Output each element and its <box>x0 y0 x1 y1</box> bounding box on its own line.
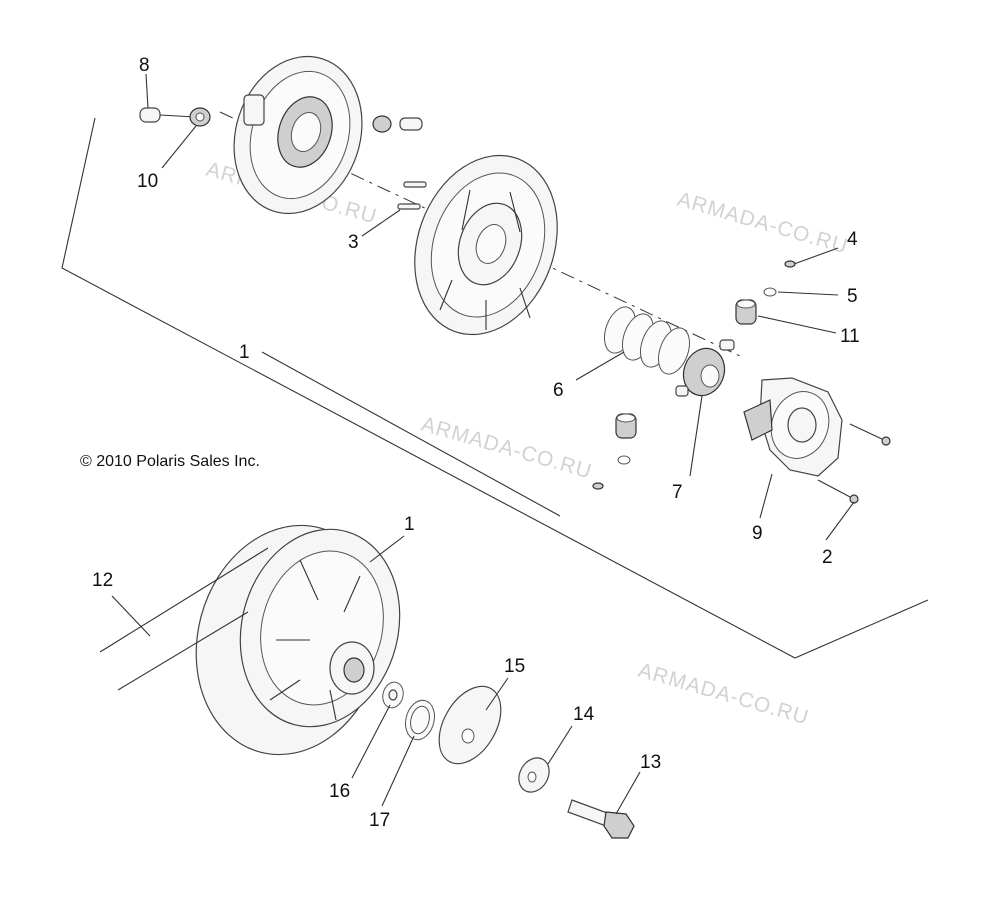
spring-part-6 <box>603 306 691 375</box>
callout-16: 16 <box>329 781 350 802</box>
copyright-notice: © 2010 Polaris Sales Inc. <box>80 453 260 470</box>
callout-5: 5 <box>847 286 858 307</box>
belt-part-12 <box>99 547 269 691</box>
roller-part-11-lower <box>615 413 637 439</box>
callout-9: 9 <box>752 523 763 544</box>
assembled-clutch-part-1 <box>195 524 401 756</box>
dowel-pins-part-3 <box>397 181 427 210</box>
callout-13: 13 <box>640 752 661 773</box>
screws-part-2 <box>817 423 891 504</box>
callout-12: 12 <box>92 570 113 591</box>
callout-11: 11 <box>840 326 860 347</box>
callout-8: 8 <box>139 55 150 76</box>
washer-part-5-lower <box>592 455 631 490</box>
watermark-4: ARMADA-CO.RU <box>636 659 812 730</box>
callout-1-top: 1 <box>239 342 250 363</box>
watermark-3: ARMADA-CO.RU <box>419 413 595 484</box>
callout-1-bottom: 1 <box>404 514 415 535</box>
clip-part-4 <box>784 260 796 268</box>
callout-6: 6 <box>553 380 564 401</box>
roller-part-11-upper <box>735 299 757 325</box>
sheave-bolt <box>372 115 423 133</box>
washer-part-16 <box>382 681 404 709</box>
spider-sheave <box>414 154 558 336</box>
hub-part-7 <box>675 339 735 397</box>
outer-sheave <box>233 55 363 215</box>
cover-part-9 <box>743 377 843 477</box>
callout-7: 7 <box>672 482 683 503</box>
assembly-bracket-outline <box>61 117 929 659</box>
bolt-part-13 <box>567 799 635 839</box>
callout-2: 2 <box>822 547 833 568</box>
callout-4: 4 <box>847 229 858 250</box>
washer-part-14 <box>518 757 550 793</box>
watermark-2: ARMADA-CO.RU <box>675 188 851 259</box>
callout-15: 15 <box>504 656 525 677</box>
callout-10: 10 <box>137 171 158 192</box>
pin-part-8 <box>139 107 196 123</box>
washer-part-5 <box>763 287 777 297</box>
washer-part-15 <box>438 685 502 765</box>
callout-17: 17 <box>369 810 390 831</box>
callout-14: 14 <box>573 704 595 725</box>
bushing-part-10 <box>189 107 211 127</box>
callout-3: 3 <box>348 232 359 253</box>
leader-lines <box>111 73 855 815</box>
ring-part-17 <box>405 699 435 741</box>
